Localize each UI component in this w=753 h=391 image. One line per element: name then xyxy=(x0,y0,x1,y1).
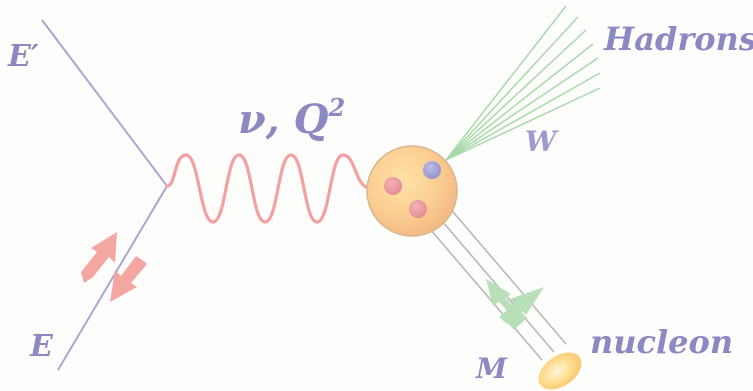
lepton-spin-arrows xyxy=(81,232,147,302)
incoming-lepton-line xyxy=(57,185,168,371)
label-e-prime: E′ xyxy=(7,39,39,74)
nucleon-beam-lines xyxy=(423,205,567,361)
label-hadrons: Hadrons xyxy=(603,20,753,58)
arrow-upper-right-icon xyxy=(499,287,544,324)
label-e: E xyxy=(29,329,54,364)
nucleon-spin-arrows xyxy=(486,279,544,330)
outgoing-lepton-line xyxy=(41,19,168,187)
quark-red-left xyxy=(384,177,402,195)
arrow-down-icon xyxy=(110,256,147,302)
label-photon-nu-q: ν, Q2 xyxy=(238,93,345,143)
label-w: W xyxy=(525,125,559,158)
lepton-lines xyxy=(41,19,168,371)
virtual-photon-line xyxy=(165,153,372,224)
arrow-lower-left-icon xyxy=(505,308,527,330)
incoming-nucleon xyxy=(538,352,582,390)
struck-nucleon xyxy=(366,145,458,237)
quark-red-right xyxy=(409,200,427,218)
label-m: M xyxy=(475,352,508,385)
label-nucleon: nucleon xyxy=(590,323,733,361)
arrow-upper-left-icon xyxy=(486,279,517,314)
nucleon-blob xyxy=(366,145,458,237)
quark-blue xyxy=(423,161,441,179)
arrow-up-icon xyxy=(81,232,117,283)
hadron-jet xyxy=(445,5,601,161)
